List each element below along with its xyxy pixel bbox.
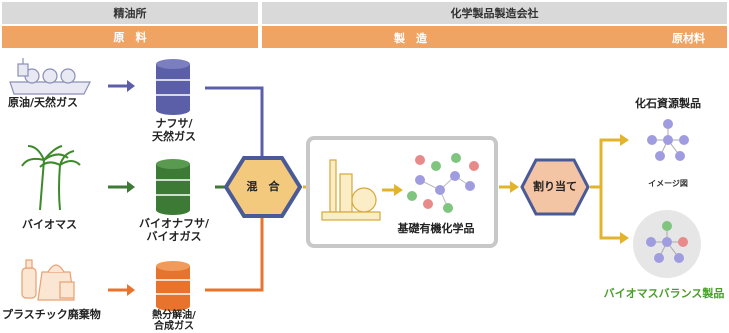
image-note-label: イメージ図 — [648, 179, 688, 188]
palm-tree-icon — [21, 145, 81, 211]
source-arrow-crude — [108, 80, 135, 92]
biomass-balance-product-label: バイオマスバランス製品 — [603, 287, 725, 300]
chemical-company-header: 化学製品製造会社 — [262, 2, 727, 24]
biomass-arrow-head — [620, 232, 629, 244]
process-internal-arrow — [382, 184, 403, 196]
allocation-label: 割り当て — [533, 180, 577, 193]
mix-label: 混 合 — [246, 180, 280, 193]
source-arrow-plastic — [108, 284, 135, 296]
manufacturing-header: 製 造 原材料 — [262, 26, 727, 48]
fossil-product-label: 化石資源製品 — [635, 97, 701, 110]
plastic-connector-line — [205, 214, 264, 292]
source-label-biomass: バイオマス — [22, 218, 77, 231]
factory-icon — [321, 159, 381, 221]
process-to-allocation-arrow — [499, 181, 519, 193]
naphtha-tank-icon — [156, 59, 190, 115]
manufacturing-label: 製 造 — [394, 32, 427, 45]
tanker-ship-icon — [9, 58, 91, 95]
source-label-crude: 原油/天然ガス — [8, 96, 79, 109]
feedstock-label-pyrolysis: 熱分解油/ 合成ガス — [152, 310, 196, 332]
biomass-product-molecule-icon — [646, 221, 688, 263]
mix-hexagon — [223, 156, 303, 218]
plastic-waste-icon — [21, 259, 75, 301]
fossil-arrow-head — [620, 134, 629, 146]
source-label-plastic: プラスチック廃棄物 — [2, 308, 101, 321]
source-arrow-biomass — [108, 181, 135, 193]
feedstock-label-naphtha: ナフサ/ 天然ガス — [152, 117, 196, 143]
crude-connector-line — [205, 86, 264, 160]
fossil-product-molecule-icon — [647, 119, 689, 161]
pyrolysis-oil-tank-icon — [156, 261, 190, 311]
allocation-hexagon — [520, 158, 590, 216]
feedstock-label-bio-naphtha: バイオナフサ/ バイオガス — [138, 217, 210, 243]
refinery-header: 精油所 — [2, 2, 258, 24]
process-label: 基礎有機化学品 — [397, 222, 475, 235]
raw-material-header: 原 料 — [2, 26, 258, 48]
materials-label: 原材料 — [672, 32, 705, 45]
molecules-icon — [407, 153, 479, 213]
branch-connector-line — [590, 138, 622, 240]
bio-naphtha-tank-icon — [156, 159, 190, 215]
